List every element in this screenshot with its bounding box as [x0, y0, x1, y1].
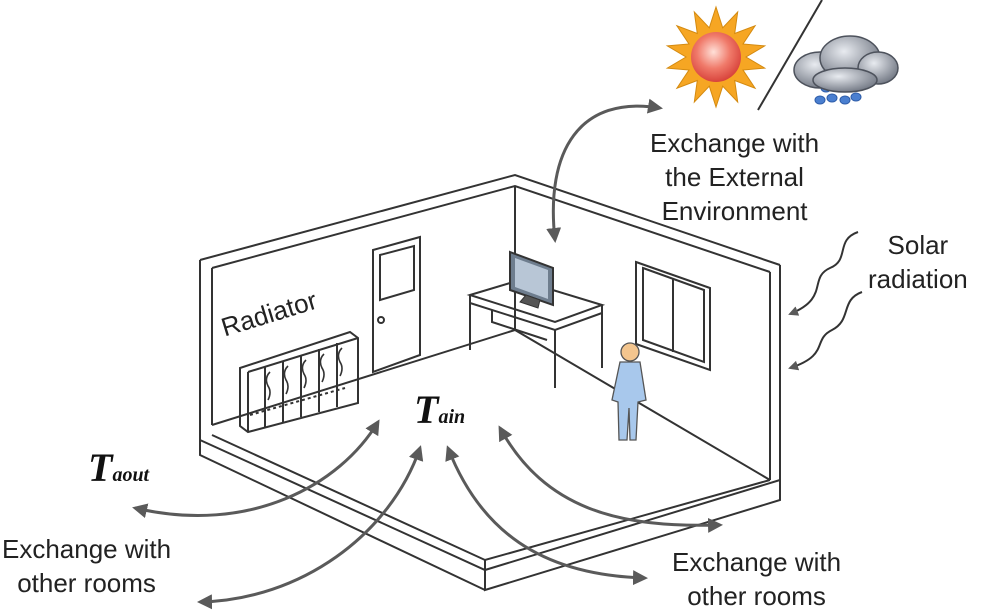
right-rooms-exchange-label: Exchange with other rooms	[672, 547, 842, 611]
indoor-temperature-symbol: Tain	[414, 387, 466, 432]
external-exchange-arrow	[546, 98, 663, 243]
solar-radiation-label: Solar radiation	[868, 230, 968, 294]
exchange-arrows	[132, 98, 723, 610]
left-rooms-exchange-label: Exchange with other rooms	[2, 534, 172, 598]
window	[635, 260, 711, 372]
radiator	[239, 330, 359, 434]
desk	[466, 278, 606, 388]
weather-divider	[757, 0, 823, 111]
left-exchange-arrow-2	[197, 445, 424, 610]
right-exchange-arrow-1	[498, 425, 723, 533]
solar-radiation-waves	[788, 231, 863, 371]
storm-cloud-icon	[793, 35, 899, 105]
left-exchange-arrow-1	[132, 419, 380, 519]
door	[372, 235, 421, 374]
right-exchange-arrow-2	[445, 445, 648, 586]
external-exchange-label: Exchange with the External Environment	[650, 128, 820, 226]
person-icon	[611, 342, 647, 441]
outdoor-temperature-symbol: Taout	[88, 445, 150, 490]
sun-icon	[665, 5, 767, 109]
monitor-icon	[509, 250, 554, 309]
